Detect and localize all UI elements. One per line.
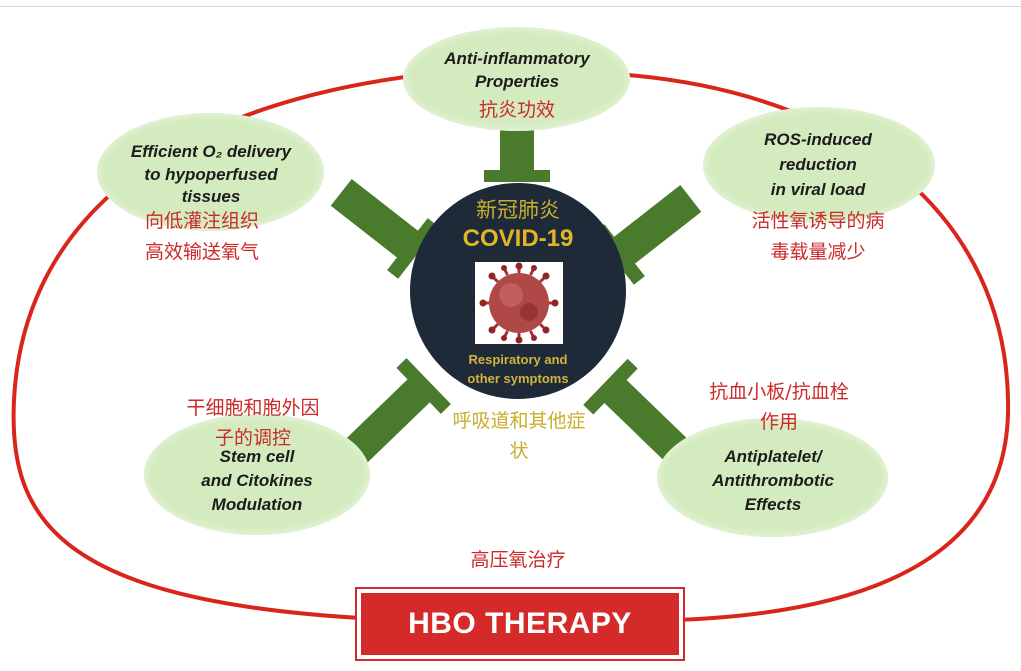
ros-zh-line1: 活性氧诱导的病 bbox=[751, 210, 885, 232]
ros-zh-line2: 毒载量减少 bbox=[770, 241, 866, 263]
ros-en-line3: in viral load bbox=[770, 180, 866, 199]
o2-delivery-en-line2: to hypoperfused bbox=[144, 165, 278, 184]
hbo-therapy-box: HBO THERAPY bbox=[355, 587, 685, 661]
o2-delivery-zh-line2: 高效输送氧气 bbox=[144, 241, 259, 263]
center-caption-line2: other symptoms bbox=[467, 371, 569, 386]
ros-en-line2: reduction bbox=[779, 155, 857, 174]
hbo-therapy-label: HBO THERAPY bbox=[408, 607, 632, 640]
o2-delivery-en-line3: tissues bbox=[181, 187, 241, 206]
antiplatelet-zh-line1: 抗血小板/抗血栓 bbox=[709, 381, 849, 403]
node-ros bbox=[703, 107, 935, 223]
stem-cell-zh-line2: 子的调控 bbox=[214, 427, 291, 449]
ros-en-line1: ROS-induced bbox=[764, 130, 872, 149]
virus-image-frame bbox=[475, 262, 563, 344]
center-zh-title: 新冠肺炎 bbox=[476, 198, 560, 222]
node-antiplatelet bbox=[657, 418, 888, 537]
top-divider bbox=[0, 6, 1021, 7]
stem-cell-en-line1: Stem cell bbox=[219, 447, 295, 466]
arrow-anti-inflammatory bbox=[484, 128, 550, 182]
stem-cell-en-line3: Modulation bbox=[211, 495, 303, 514]
stem-cell-en-line2: and Citokines bbox=[201, 471, 313, 490]
center-caption-line1: Respiratory and bbox=[468, 352, 568, 367]
center-title: COVID-19 bbox=[462, 225, 574, 252]
hbo-zh-label: 高压氧治疗 bbox=[470, 549, 566, 571]
o2-delivery-zh-line1: 向低灌注组织 bbox=[144, 210, 259, 232]
antiplatelet-zh-line2: 作用 bbox=[759, 411, 798, 433]
node-stem-cell bbox=[144, 414, 370, 535]
center-zh-caption-line2: 状 bbox=[509, 440, 529, 462]
anti-inflammatory-en-line1: Anti-inflammatory bbox=[444, 49, 590, 68]
center-zh-caption-line1: 呼吸道和其他症 bbox=[452, 410, 586, 432]
antiplatelet-en-line3: Effects bbox=[744, 495, 802, 514]
coronavirus-icon bbox=[479, 262, 559, 344]
antiplatelet-en-line2: Antithrombotic bbox=[712, 471, 834, 490]
anti-inflammatory-zh-line1: 抗炎功效 bbox=[478, 99, 555, 121]
anti-inflammatory-en-line2: Properties bbox=[474, 72, 560, 91]
node-o2-delivery bbox=[97, 113, 324, 231]
stem-cell-zh-line1: 干细胞和胞外因 bbox=[186, 397, 320, 419]
antiplatelet-en-line1: Antiplatelet/ bbox=[724, 447, 822, 466]
arrow-stem-cell bbox=[339, 358, 451, 468]
node-anti-inflammatory bbox=[403, 27, 630, 131]
o2-delivery-en-line1: Efficient O₂ delivery bbox=[130, 142, 292, 161]
